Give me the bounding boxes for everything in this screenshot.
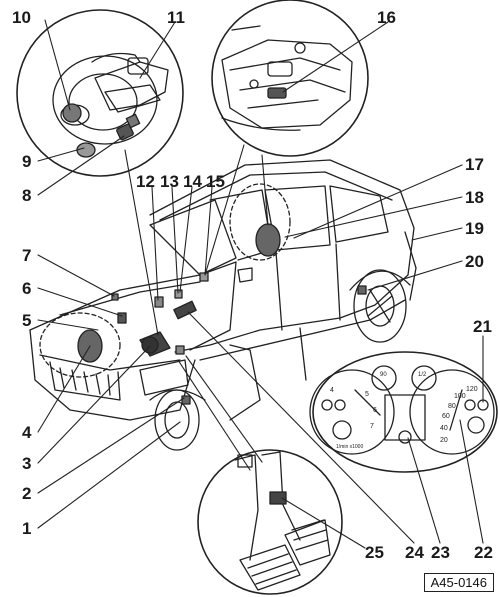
- tach-mark: 4: [330, 387, 334, 394]
- car-components: [77, 223, 367, 405]
- lock-mechanism-detail: [211, 0, 369, 157]
- callout-21: 21: [473, 317, 492, 336]
- temp-mark: 90: [380, 372, 387, 378]
- leader-lines: [37, 19, 484, 549]
- brake-master-cylinder-detail: [16, 9, 184, 177]
- speed-mark: 40: [440, 425, 448, 432]
- tach-mark: 6: [373, 407, 377, 414]
- callout-14: 14: [183, 172, 202, 191]
- callout-15: 15: [206, 172, 225, 191]
- tach-unit: 1/min x1000: [336, 444, 363, 450]
- callout-20: 20: [465, 252, 484, 271]
- callout-10: 10: [12, 8, 31, 27]
- tach-mark: 5: [365, 391, 369, 398]
- callout-19: 19: [465, 219, 484, 238]
- callout-3: 3: [22, 454, 31, 473]
- callout-13: 13: [160, 172, 179, 191]
- callout-8: 8: [22, 186, 31, 205]
- figure-reference: A45-0146: [423, 573, 494, 592]
- callout-2: 2: [22, 484, 31, 503]
- callout-24: 24: [405, 543, 424, 562]
- airbag-outlines: [39, 183, 291, 378]
- callout-1: 1: [22, 519, 31, 538]
- callout-18: 18: [465, 188, 484, 207]
- tach-mark: 7: [370, 423, 374, 430]
- callout-4: 4: [22, 423, 32, 442]
- callout-9: 9: [22, 152, 31, 171]
- car-body: [29, 159, 417, 451]
- speed-mark: 80: [448, 403, 456, 410]
- speed-mark: 100: [454, 393, 466, 400]
- speed-mark: 60: [442, 413, 450, 420]
- callout-5: 5: [22, 311, 31, 330]
- pedal-detail: [197, 449, 343, 595]
- callout-16: 16: [377, 8, 396, 27]
- callout-25: 25: [365, 543, 384, 562]
- callout-23: 23: [431, 543, 450, 562]
- callout-6: 6: [22, 279, 31, 298]
- callout-17: 17: [465, 155, 484, 174]
- callout-7: 7: [22, 246, 31, 265]
- speed-mark: 20: [440, 437, 448, 444]
- cluster-text: 4 5 6 7 1/min x1000 90 1/2 120 100 80 60…: [330, 372, 478, 450]
- callout-labels: 10 11 16 9 8 12 13 14 15 17 18 19 20 7 6…: [12, 8, 493, 562]
- callout-22: 22: [474, 543, 493, 562]
- instrument-cluster-detail: [309, 351, 498, 473]
- speed-mark: 120: [466, 386, 478, 393]
- callout-12: 12: [136, 172, 155, 191]
- fuel-mark: 1/2: [418, 372, 427, 378]
- callout-11: 11: [167, 8, 185, 27]
